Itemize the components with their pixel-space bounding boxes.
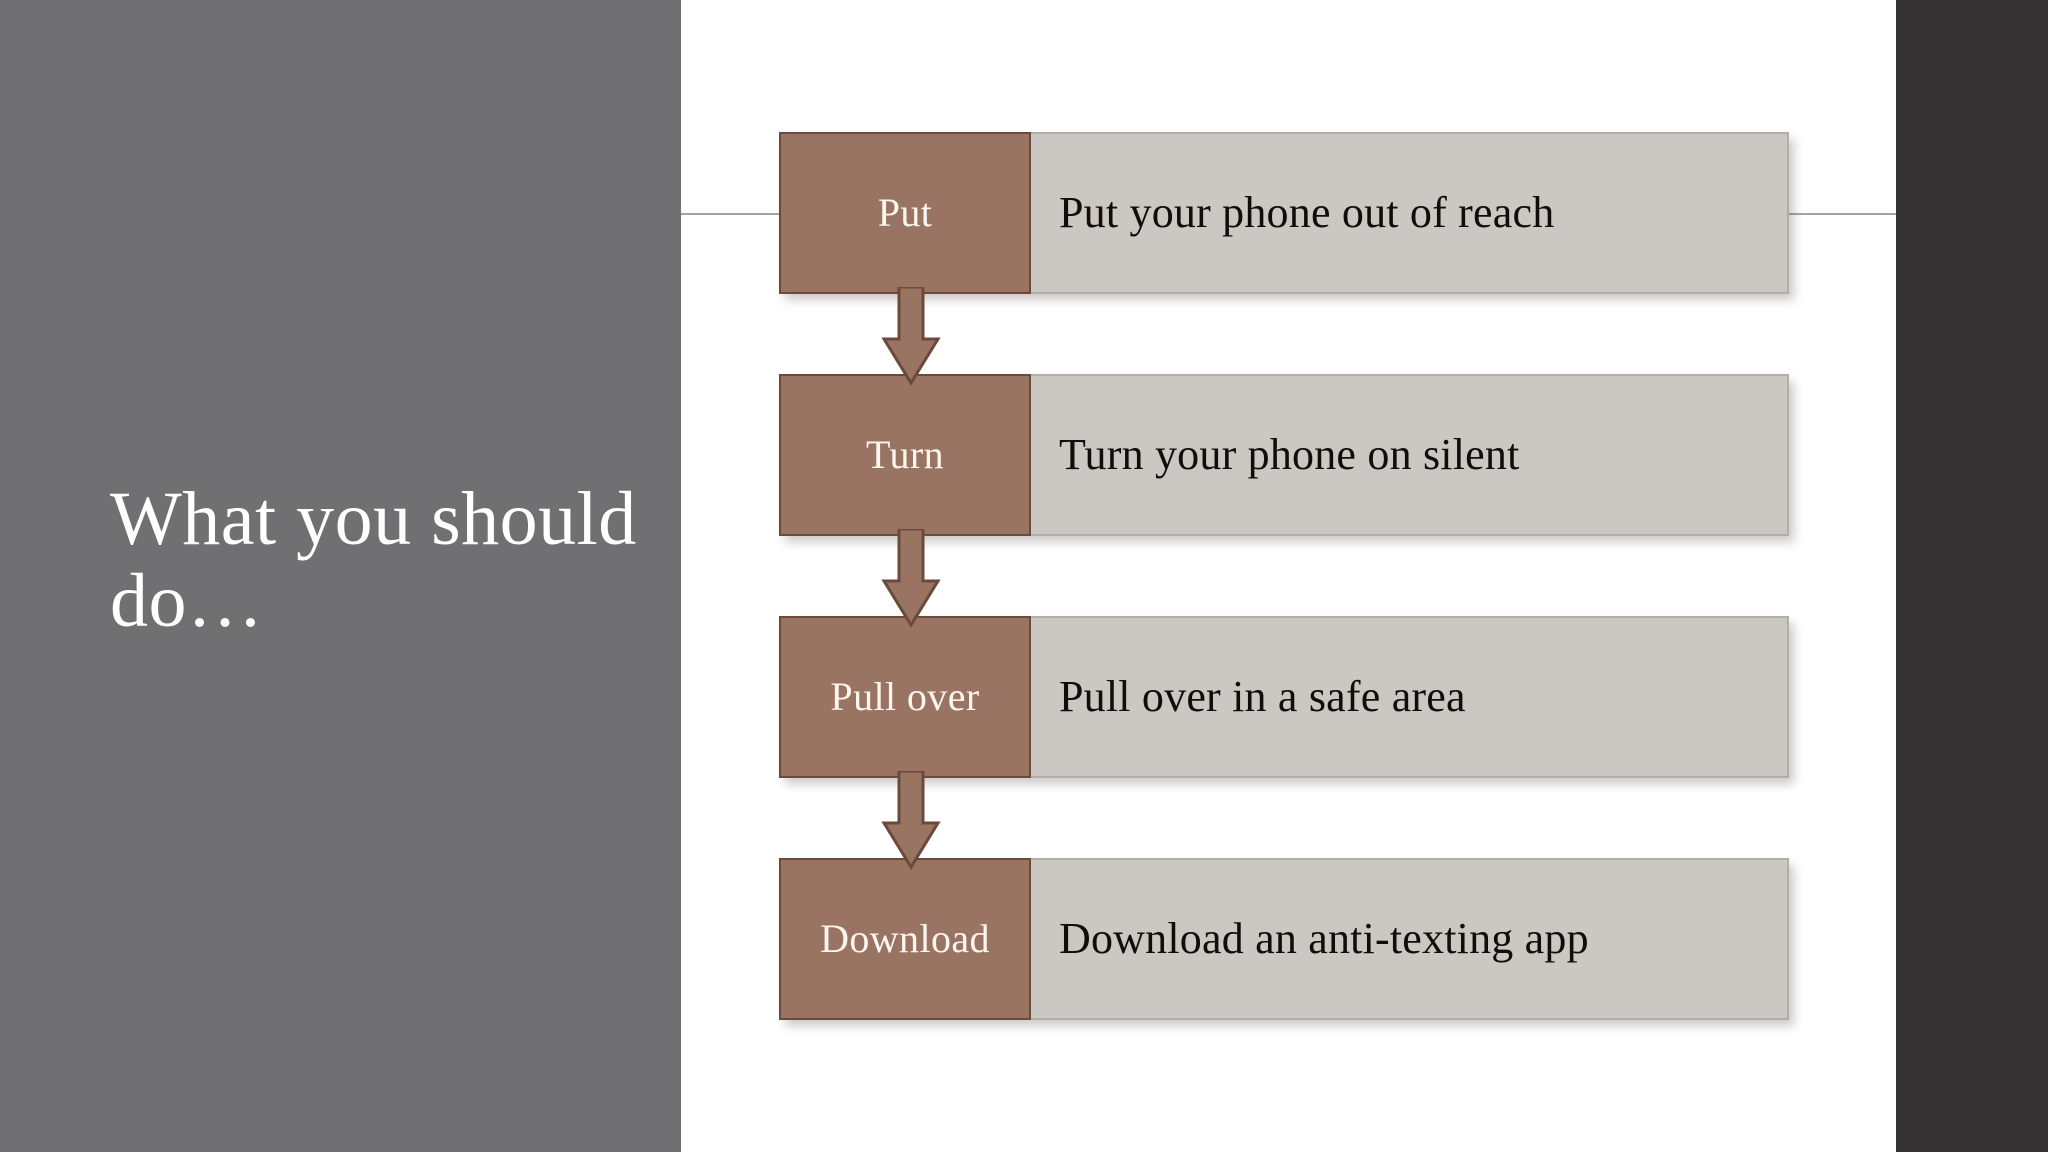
- process-step-description-label: Turn your phone on silent: [1059, 430, 1520, 479]
- process-step-row[interactable]: Turn Turn your phone on silent: [779, 374, 1789, 536]
- process-step-key-label: Put: [877, 190, 933, 235]
- process-step-row[interactable]: Put Put your phone out of reach: [779, 132, 1789, 294]
- process-step-row[interactable]: Download Download an anti-texting app: [779, 858, 1789, 1020]
- process-step-key[interactable]: Pull over: [779, 616, 1031, 778]
- process-step-description[interactable]: Pull over in a safe area: [1031, 616, 1789, 778]
- page-title: What you should do…: [110, 477, 637, 643]
- title-panel: What you should do…: [0, 0, 681, 1152]
- process-step-key-label: Download: [820, 916, 990, 961]
- process-step-description[interactable]: Turn your phone on silent: [1031, 374, 1789, 536]
- process-step-description-label: Put your phone out of reach: [1059, 188, 1555, 237]
- process-step-description[interactable]: Put your phone out of reach: [1031, 132, 1789, 294]
- arrow-down-icon: [880, 771, 942, 871]
- process-step-row[interactable]: Pull over Pull over in a safe area: [779, 616, 1789, 778]
- arrow-down-icon: [880, 287, 942, 387]
- process-step-key[interactable]: Turn: [779, 374, 1031, 536]
- process-step-key-label: Turn: [866, 432, 944, 477]
- process-step-key[interactable]: Download: [779, 858, 1031, 1020]
- process-step-description-label: Download an anti-texting app: [1059, 914, 1589, 963]
- right-accent-panel: [1896, 0, 2048, 1152]
- arrow-down-icon: [880, 529, 942, 629]
- process-step-key[interactable]: Put: [779, 132, 1031, 294]
- process-step-description-label: Pull over in a safe area: [1059, 672, 1466, 721]
- process-step-key-label: Pull over: [830, 674, 980, 719]
- process-step-description[interactable]: Download an anti-texting app: [1031, 858, 1789, 1020]
